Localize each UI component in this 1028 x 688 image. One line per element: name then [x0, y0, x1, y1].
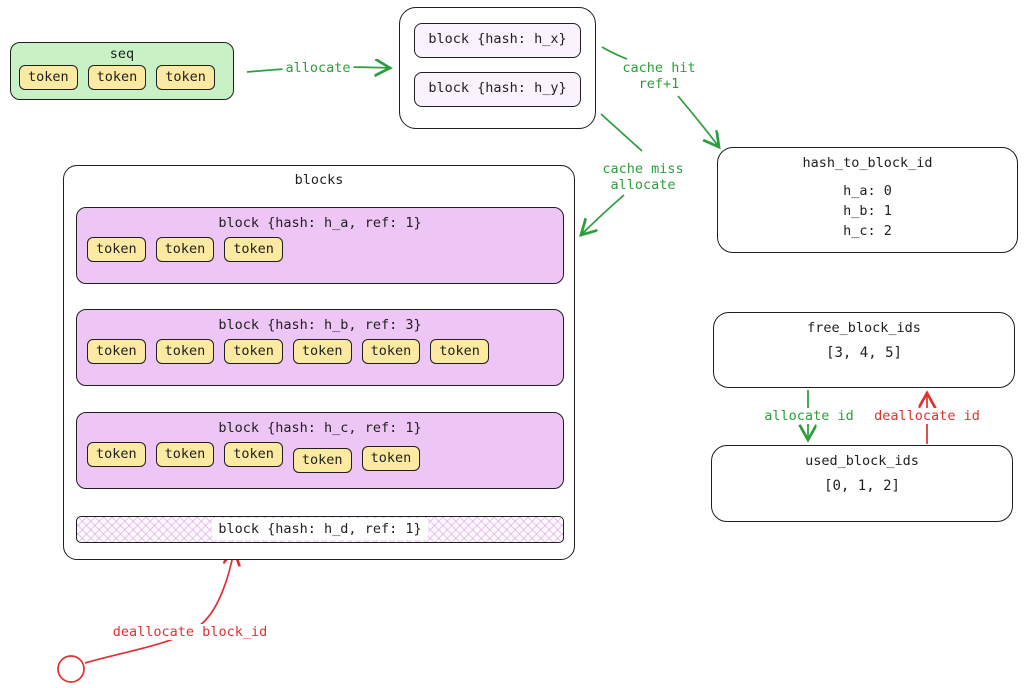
hash-entry: h_a: 0: [843, 183, 892, 199]
seq-title: seq: [109, 46, 135, 62]
deallocate-origin-circle: [57, 655, 85, 683]
seq-box: seq token token token: [10, 42, 234, 100]
incoming-block-hx: block {hash: h_x}: [414, 23, 581, 58]
hash-entry: h_b: 1: [843, 203, 892, 219]
deallocate-block-id-label: deallocate block_id: [109, 624, 271, 640]
cache-hit-arrow: [677, 95, 719, 147]
cache-hit-label: cache hit ref+1: [619, 60, 699, 92]
cache-miss-label: cache miss allocate: [599, 161, 687, 193]
blocks-pool-title: blocks: [294, 172, 344, 188]
hash-entry-list: h_a: 0 h_b: 1 h_c: 2: [718, 181, 1017, 241]
cache-miss-leader-line: [600, 113, 643, 152]
block-row-hd-label: block {hash: h_d, ref: 1}: [212, 518, 428, 540]
token-chip: token: [19, 65, 78, 90]
block-row-hc-tokens: token token token token token: [77, 436, 563, 473]
allocate-arrow-label: allocate: [282, 60, 354, 76]
block-row-ha-tokens: token token token: [77, 231, 563, 262]
free-block-ids-value: [3, 4, 5]: [826, 345, 902, 361]
free-block-ids-title: free_block_ids: [807, 320, 921, 336]
deallocate-block-arrow: [84, 550, 234, 664]
hash-to-block-id-box: hash_to_block_id h_a: 0 h_b: 1 h_c: 2: [717, 147, 1018, 253]
block-row-hc-label: block {hash: h_c, ref: 1}: [218, 420, 422, 436]
token-chip: token: [87, 237, 146, 262]
token-chip: token: [155, 442, 215, 467]
token-chip: token: [430, 339, 489, 364]
token-chip: token: [361, 446, 421, 471]
hash-entry: h_c: 2: [843, 223, 892, 239]
cache-hit-leader-line: [601, 46, 628, 60]
token-chip: token: [224, 339, 283, 364]
free-block-ids-box: free_block_ids [3, 4, 5]: [713, 312, 1015, 388]
incoming-block-hy: block {hash: h_y}: [414, 72, 581, 107]
token-chip: token: [155, 237, 215, 262]
hash-to-block-id-title: hash_to_block_id: [802, 155, 933, 171]
token-chip: token: [292, 339, 352, 364]
block-row-ha-label: block {hash: h_a, ref: 1}: [218, 215, 422, 231]
token-chip: token: [156, 65, 215, 90]
token-chip: token: [361, 339, 421, 364]
block-row-hb-label: block {hash: h_b, ref: 3}: [218, 317, 422, 333]
allocate-id-label: allocate id: [761, 408, 857, 424]
token-chip: token: [224, 442, 283, 467]
deallocate-id-label: deallocate id: [871, 408, 983, 424]
token-chip: token: [224, 237, 283, 262]
cache-miss-arrow: [581, 194, 625, 235]
token-chip: token: [155, 339, 215, 364]
block-row-hd-freed: block {hash: h_d, ref: 1}: [76, 516, 564, 543]
token-chip: token: [87, 65, 147, 90]
token-chip: token: [87, 339, 146, 364]
used-block-ids-box: used_block_ids [0, 1, 2]: [711, 445, 1013, 522]
block-row-hb-tokens: token token token token token token: [77, 333, 563, 364]
token-chip: token: [87, 442, 146, 467]
incoming-blocks-box: block {hash: h_x} block {hash: h_y}: [399, 7, 596, 129]
used-block-ids-value: [0, 1, 2]: [824, 478, 900, 494]
used-block-ids-title: used_block_ids: [805, 453, 919, 469]
token-chip: token: [292, 448, 352, 473]
seq-token-row: token token token: [11, 62, 233, 90]
